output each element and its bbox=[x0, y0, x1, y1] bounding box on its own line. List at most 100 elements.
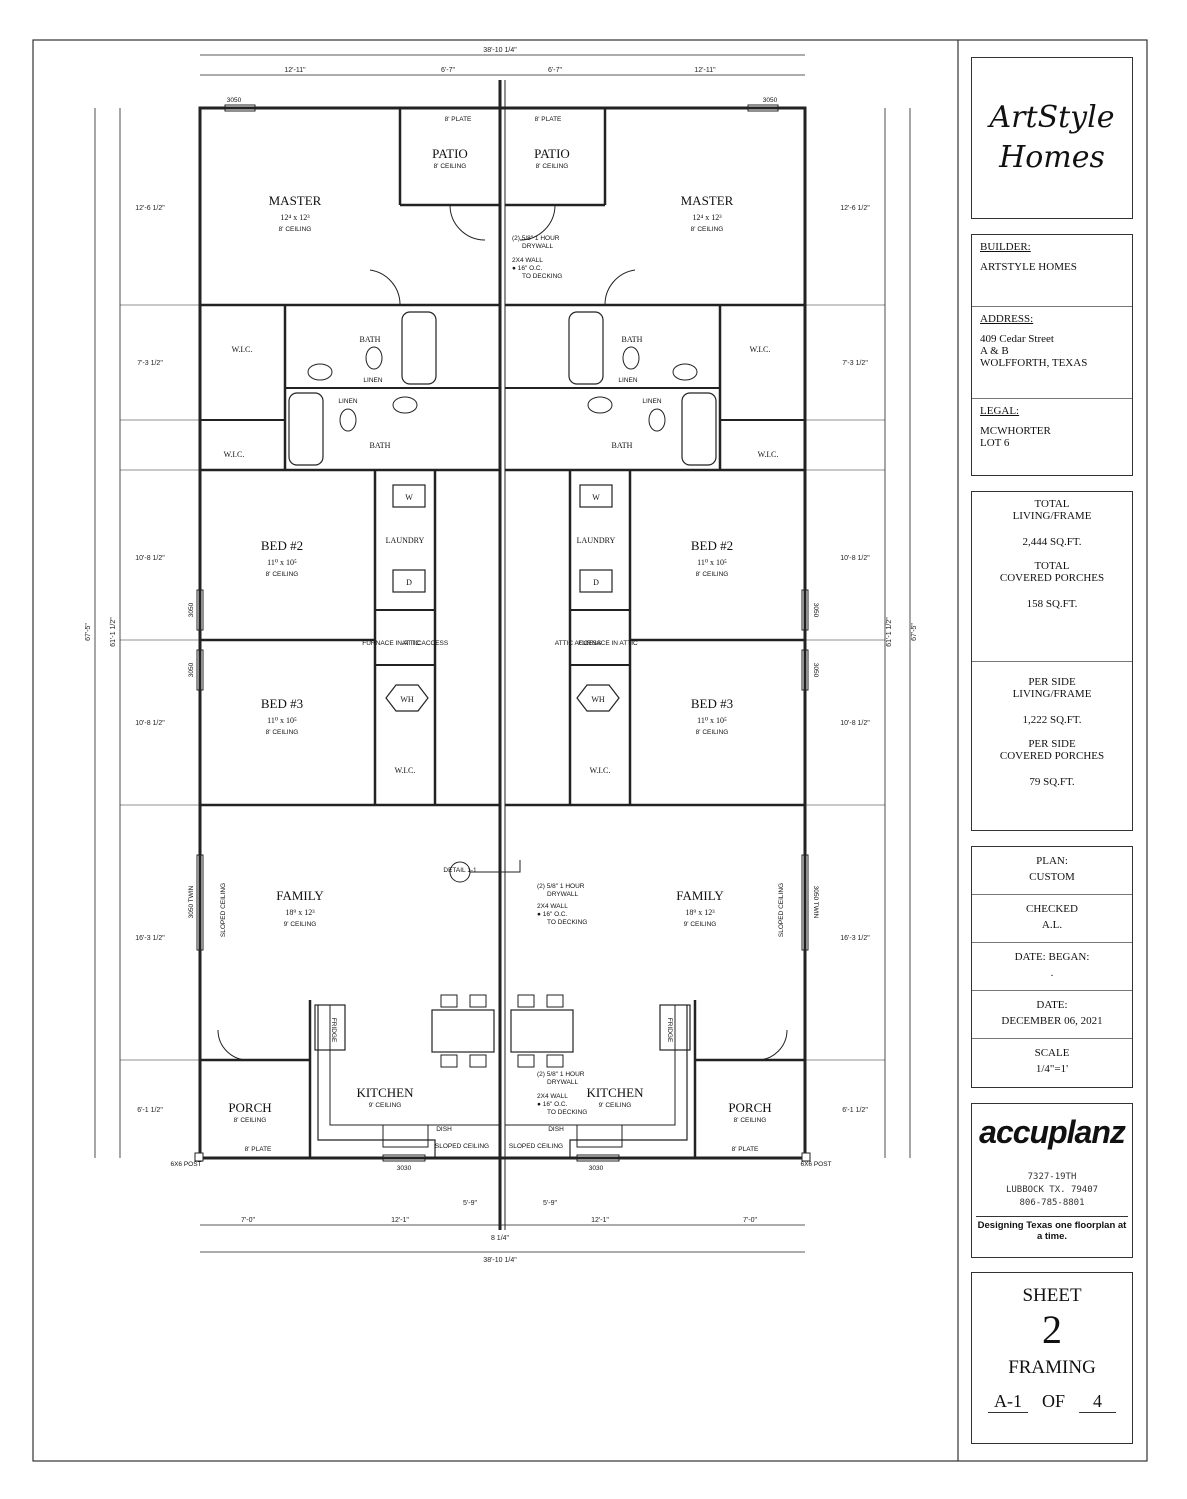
post-left: 6X6 POST bbox=[170, 1161, 201, 1168]
plan-info-box: PLAN: CUSTOM CHECKED A.L. DATE: BEGAN: .… bbox=[971, 846, 1133, 1088]
wall-note-1-line5: TO DECKING bbox=[522, 273, 562, 280]
address-label: ADDRESS: bbox=[980, 313, 1034, 325]
side-porch-label-2: COVERED PORCHES bbox=[999, 750, 1105, 762]
side-dim-l5: 10'-8 1/2" bbox=[135, 720, 165, 727]
patio-plate-right: 8' PLATE bbox=[535, 116, 562, 123]
side-porch-value: 79 SQ.FT. bbox=[1029, 776, 1075, 788]
total-living-value: 2,444 SQ.FT. bbox=[1022, 536, 1082, 548]
sheet-title: FRAMING bbox=[1008, 1357, 1096, 1378]
bed3-ceiling-left: 8' CEILING bbox=[266, 729, 299, 736]
floor-plan bbox=[94, 54, 911, 1253]
date-value: DECEMBER 06, 2021 bbox=[1001, 1015, 1103, 1027]
overall-depth-left: 67'-5" bbox=[85, 623, 92, 641]
linen-1-left: LINEN bbox=[363, 377, 382, 384]
wall-note-1-line2: DRYWALL bbox=[522, 243, 553, 250]
porch-plate-left: 8' PLATE bbox=[245, 1146, 272, 1153]
room-wic-1-right: W.I.C. bbox=[750, 345, 771, 354]
overall-depth-right: 67'-5" bbox=[911, 623, 918, 641]
room-porch-right: PORCH bbox=[728, 1100, 771, 1115]
porch-ceiling-left: 8' CEILING bbox=[234, 1117, 267, 1124]
patio-ceiling-right: 8' CEILING bbox=[536, 163, 569, 170]
wall-note-2-line5: TO DECKING bbox=[547, 919, 587, 926]
side-living-label-1: PER SIDE bbox=[1028, 676, 1076, 688]
wall-note-2-line4: ● 16" O.C. bbox=[537, 911, 568, 918]
side-dim-r1: 12'-6 1/2" bbox=[840, 205, 870, 212]
dryer-right: D bbox=[593, 578, 599, 587]
artstyle-logo-line1: ArtStyle bbox=[989, 100, 1115, 135]
legal-label: LEGAL: bbox=[980, 405, 1020, 417]
bottom-dim-right-3: 5'-9" bbox=[543, 1200, 557, 1207]
fridge-left: FRIDGE bbox=[330, 1018, 337, 1043]
sheet-number: 2 bbox=[1042, 1307, 1062, 1352]
detail-marker: DETAIL 1-1 bbox=[443, 867, 477, 874]
linen-1-right: LINEN bbox=[618, 377, 637, 384]
room-kitchen-right: KITCHEN bbox=[586, 1085, 644, 1100]
room-bath-2-left: BATH bbox=[370, 441, 391, 450]
side-living-label-2: LIVING/FRAME bbox=[1012, 688, 1092, 700]
room-bed3-right: BED #3 bbox=[691, 696, 733, 711]
top-dim-right-1: 12'-11" bbox=[694, 67, 716, 74]
room-wic-2-left: W.I.C. bbox=[224, 450, 245, 459]
side-dim-r5: 10'-8 1/2" bbox=[840, 720, 870, 727]
room-wic-1-left: W.I.C. bbox=[232, 345, 253, 354]
wall-note-2-line1: (2) 5/8" 1 HOUR bbox=[537, 883, 585, 890]
wall-note-2-line3: 2X4 WALL bbox=[537, 903, 568, 910]
window-twin-left: 3050 TWIN bbox=[188, 885, 195, 918]
bottom-dim-right-1: 7'-0" bbox=[743, 1217, 757, 1224]
window-3030-left: 3030 bbox=[397, 1165, 412, 1172]
side-porch-label-1: PER SIDE bbox=[1028, 738, 1076, 750]
builder-info-box: BUILDER: ARTSTYLE HOMES ADDRESS: 409 Ced… bbox=[971, 234, 1133, 476]
company-tagline: Designing Texas one floorplan at a time. bbox=[976, 1216, 1128, 1242]
attic-left: ATTIC ACCESS bbox=[402, 640, 449, 647]
family-size-right: 18⁹ x 12³ bbox=[685, 908, 715, 917]
bed3-size-left: 11⁰ x 10⁵ bbox=[267, 716, 297, 725]
artstyle-logo-box: ArtStyle Homes bbox=[971, 57, 1133, 219]
side-dim-r7: 6'-1 1/2" bbox=[842, 1107, 868, 1114]
plan-label: PLAN: bbox=[1036, 855, 1068, 867]
center-dim: 8 1/4" bbox=[491, 1235, 510, 1242]
room-master-left: MASTER bbox=[269, 193, 322, 208]
master-size-right: 12⁴ x 12³ bbox=[692, 213, 722, 222]
exterior-wall bbox=[198, 106, 807, 1160]
wall-note-1-line3: 2X4 WALL bbox=[512, 257, 543, 264]
sheet-label: SHEET bbox=[1022, 1285, 1082, 1306]
room-patio-left: PATIO bbox=[432, 146, 468, 161]
total-living-label-1: TOTAL bbox=[1034, 498, 1070, 510]
total-living-label-2: LIVING/FRAME bbox=[1012, 510, 1092, 522]
overall-width-top: 38'-10 1/4" bbox=[483, 47, 517, 54]
square-footage-box: TOTAL LIVING/FRAME 2,444 SQ.FT. TOTAL CO… bbox=[971, 491, 1133, 831]
bottom-dim-right-2: 12'-1" bbox=[591, 1217, 609, 1224]
wall-note-3-line1: (2) 5/8" 1 HOUR bbox=[537, 1071, 585, 1078]
wall-note-1-line4: ● 16" O.C. bbox=[512, 265, 543, 272]
room-patio-right: PATIO bbox=[534, 146, 570, 161]
wall-note-3-line4: ● 16" O.C. bbox=[537, 1101, 568, 1108]
side-dim-r2: 7'-3 1/2" bbox=[842, 360, 868, 367]
wall-note-2-line2: DRYWALL bbox=[547, 891, 578, 898]
top-dim-right-2: 6'-7" bbox=[548, 67, 562, 74]
wall-note-3-line5: TO DECKING bbox=[547, 1109, 587, 1116]
company-address-3: 806-785-8801 bbox=[1019, 1198, 1085, 1208]
room-wic-3-right: W.I.C. bbox=[590, 766, 611, 775]
porch-plate-right: 8' PLATE bbox=[732, 1146, 759, 1153]
total-porch-value: 158 SQ.FT. bbox=[1026, 598, 1078, 610]
date-label: DATE: bbox=[1036, 999, 1068, 1011]
bed2-size-left: 11⁰ x 10⁵ bbox=[267, 558, 297, 567]
patio-ceiling-left: 8' CEILING bbox=[434, 163, 467, 170]
side-dim-l4: 10'-8 1/2" bbox=[135, 555, 165, 562]
overall-width-bottom: 38'-10 1/4" bbox=[483, 1257, 517, 1264]
porch-ceiling-right: 8' CEILING bbox=[734, 1117, 767, 1124]
window-twin-right: 3050 TWIN bbox=[812, 886, 819, 919]
room-porch-left: PORCH bbox=[228, 1100, 271, 1115]
room-master-right: MASTER bbox=[681, 193, 734, 208]
kitchen-ceiling-right: 9' CEILING bbox=[599, 1102, 632, 1109]
checked-label: CHECKED bbox=[1026, 903, 1078, 915]
legal-line-2: LOT 6 bbox=[980, 437, 1010, 449]
room-kitchen-left: KITCHEN bbox=[356, 1085, 414, 1100]
washer-left: W bbox=[405, 493, 413, 502]
wall-note-3-line3: 2X4 WALL bbox=[537, 1093, 568, 1100]
side-dim-l1: 12'-6 1/2" bbox=[135, 205, 165, 212]
window-3050-top-left: 3050 bbox=[227, 97, 242, 104]
sheet-border bbox=[32, 39, 1148, 1462]
checked-value: A.L. bbox=[1041, 919, 1063, 931]
